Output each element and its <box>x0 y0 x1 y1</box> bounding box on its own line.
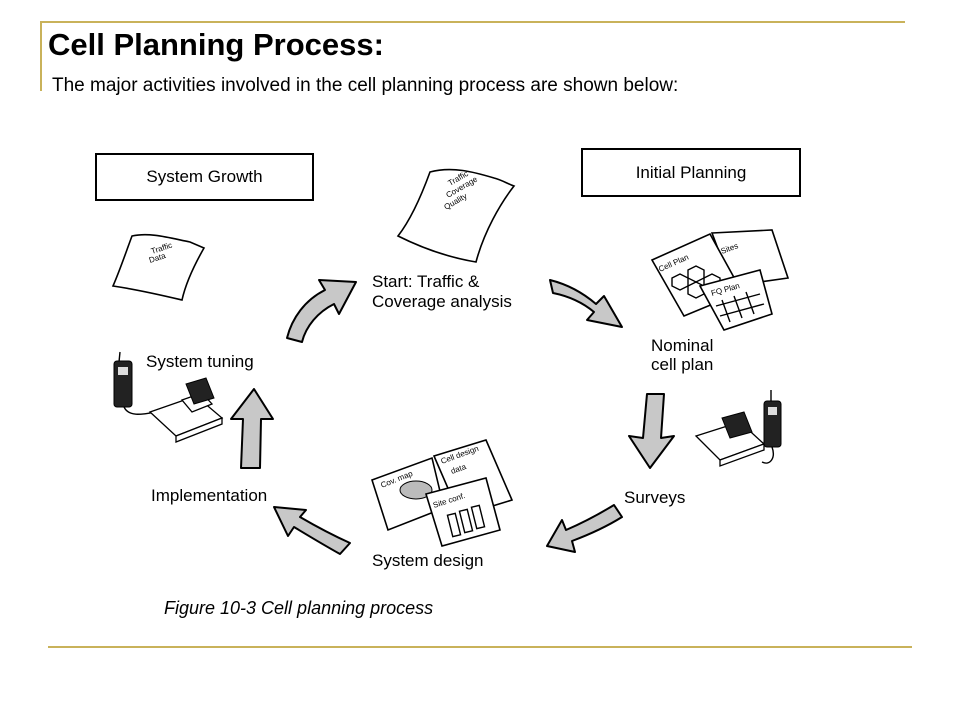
traffic-data-document: Traffic Data <box>111 233 206 301</box>
slide-subtitle: The major activities involved in the cel… <box>52 75 679 96</box>
survey-laptop-icon <box>694 411 766 467</box>
site-configuration-icon <box>446 504 486 538</box>
arrow-design-to-implementation <box>273 506 351 555</box>
frequency-grid-icon <box>715 291 765 323</box>
step-start-line2: Coverage analysis <box>372 292 512 311</box>
left-rule <box>40 21 42 91</box>
step-surveys: Surveys <box>624 488 686 507</box>
slide-title: Cell Planning Process: <box>48 27 384 62</box>
step-start-traffic-coverage: Start: Traffic & Coverage analysis <box>372 272 512 312</box>
top-rule <box>40 21 905 23</box>
arrow-surveys-to-design <box>546 504 623 553</box>
step-nominal-line1: Nominal <box>651 336 714 355</box>
system-growth-box: System Growth <box>95 153 314 201</box>
survey-cable <box>761 446 774 464</box>
arrow-implementation-to-tuning <box>230 388 274 469</box>
step-nominal-cell-plan: Nominal cell plan <box>651 336 713 374</box>
step-system-design: System design <box>372 551 484 570</box>
step-system-tuning: System tuning <box>146 352 254 371</box>
step-start-line1: Start: Traffic & <box>372 272 480 291</box>
initial-planning-box: Initial Planning <box>581 148 801 197</box>
traffic-coverage-quality-document: Traffic Coverage Quality <box>396 168 516 263</box>
arrow-tuning-to-start <box>286 279 357 343</box>
nominal-plan-documents: Cell Plan Sites FQ Plan <box>650 229 790 331</box>
system-design-documents: Cov. map Cell design data Site conf. <box>371 439 514 547</box>
step-implementation: Implementation <box>151 486 268 505</box>
bottom-rule <box>48 646 912 648</box>
tuning-laptop-icon <box>148 377 224 443</box>
figure-caption: Figure 10-3 Cell planning process <box>164 598 434 618</box>
tuning-phone-icon <box>113 351 133 408</box>
coverage-blob-icon <box>399 480 433 500</box>
survey-phone-icon <box>763 390 782 448</box>
arrow-nominal-to-surveys <box>628 393 675 469</box>
step-nominal-line2: cell plan <box>651 355 714 374</box>
arrow-start-to-nominal <box>549 279 623 328</box>
